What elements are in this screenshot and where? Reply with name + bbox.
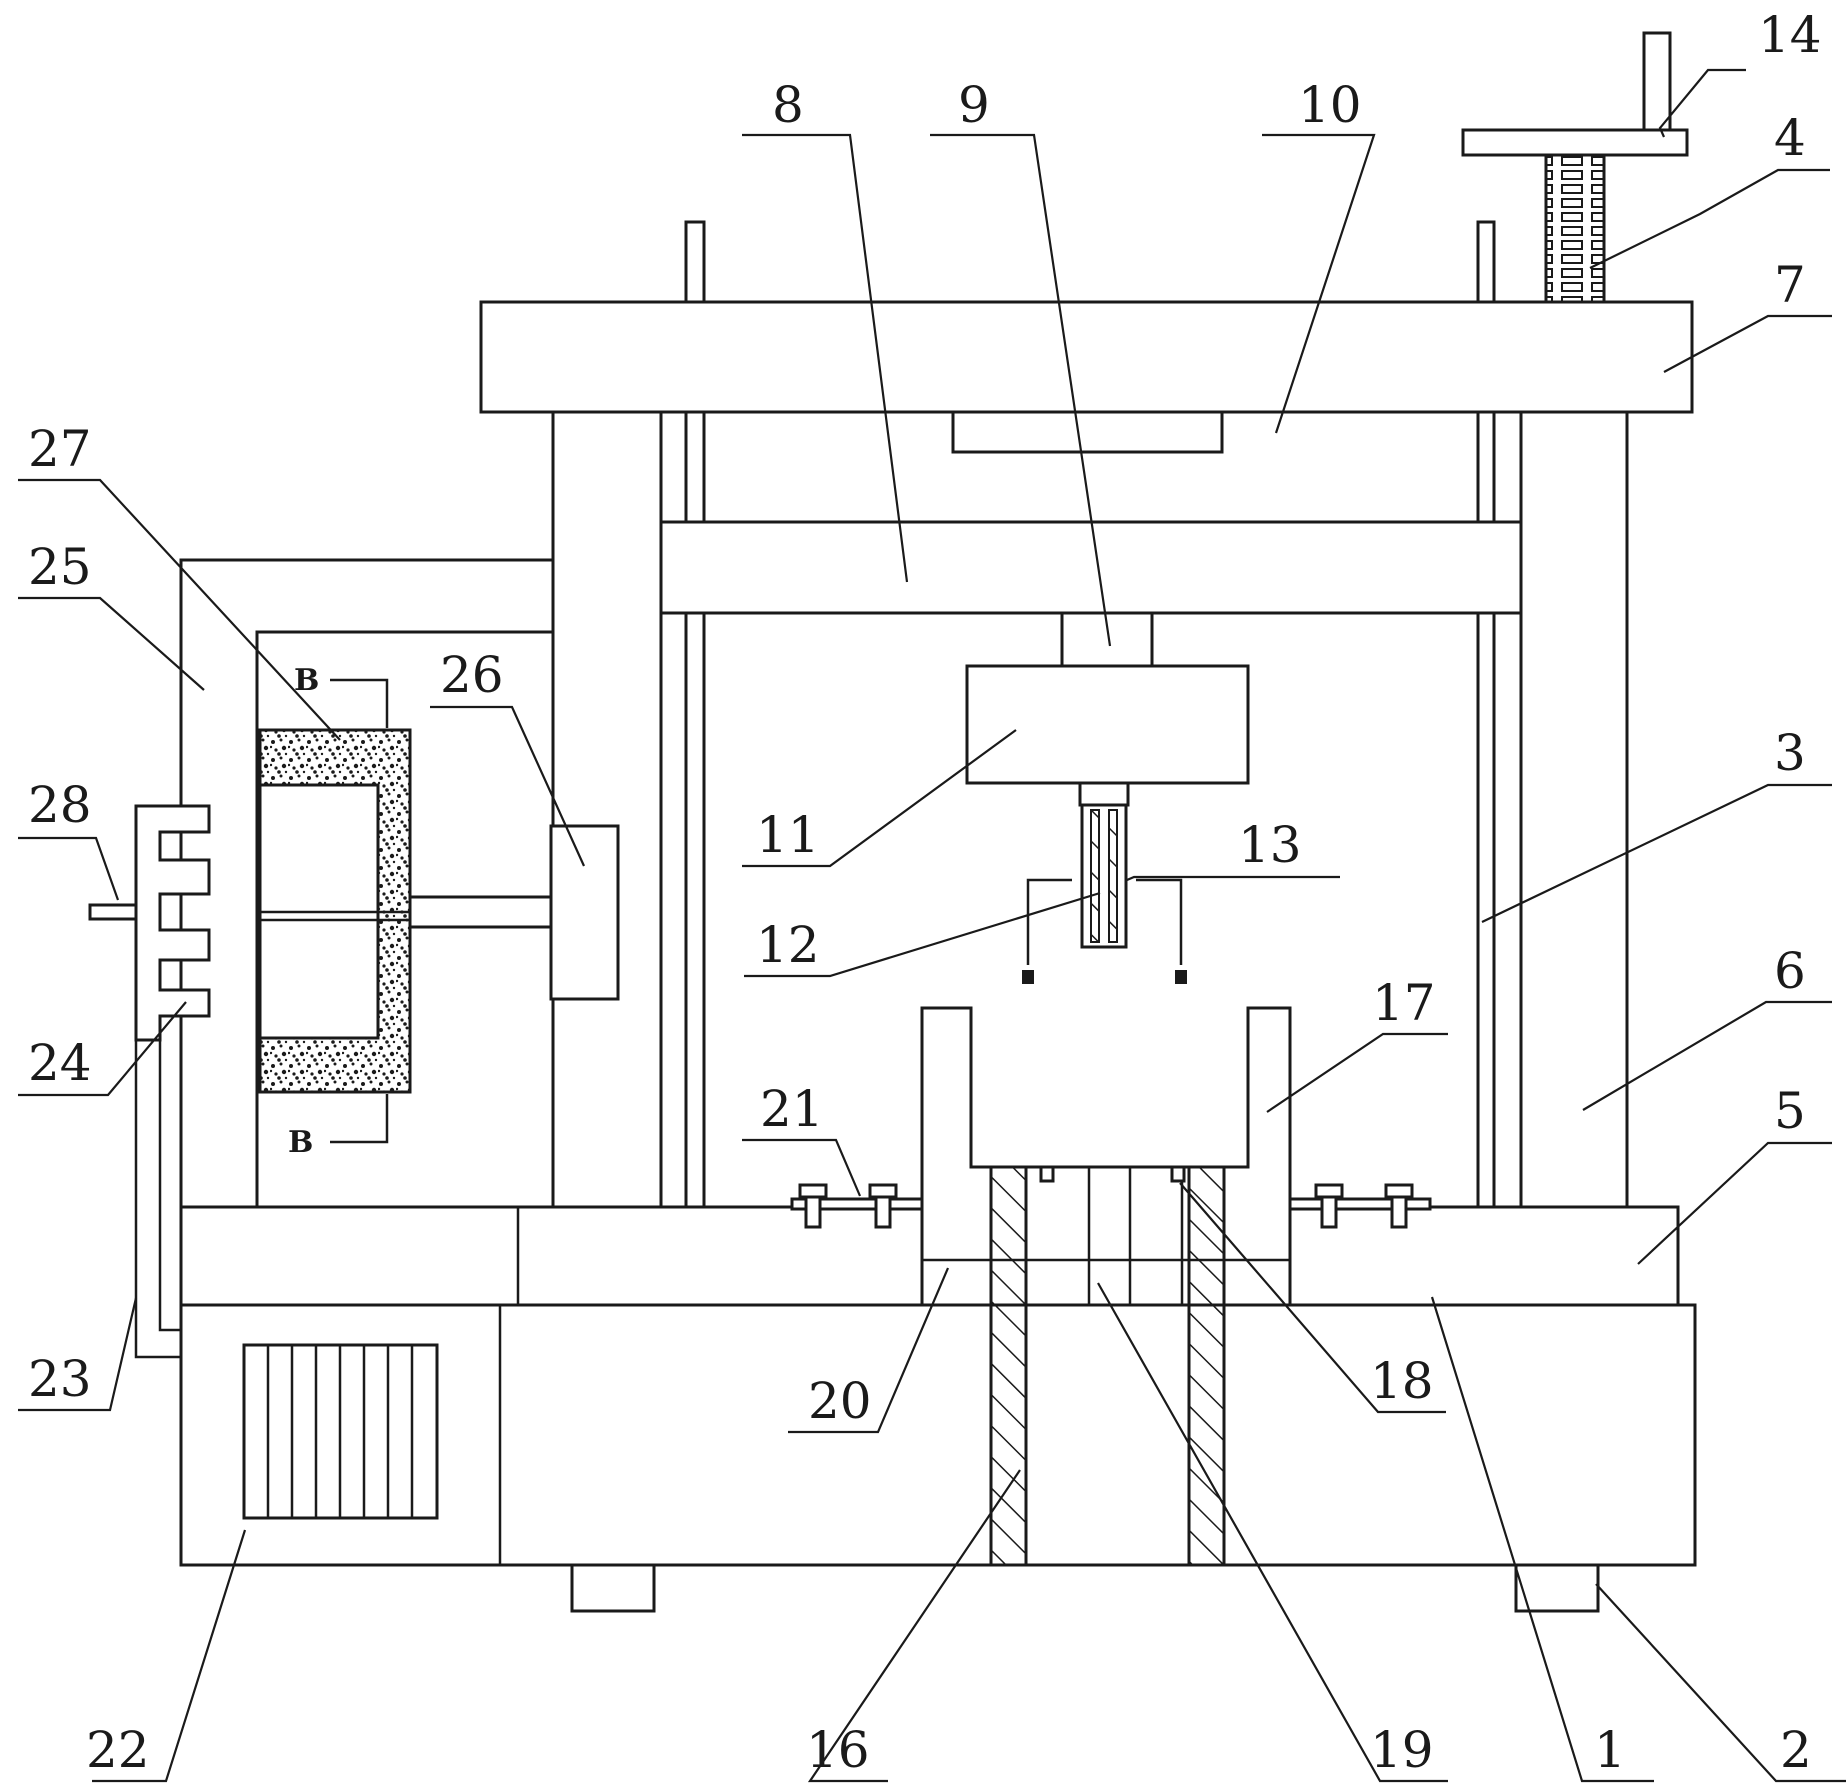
section-mark-top: B	[294, 663, 319, 698]
label-12: 12	[756, 916, 820, 974]
label-13: 13	[1238, 816, 1302, 874]
section-markers: B B	[288, 663, 389, 1160]
label-6: 6	[1774, 942, 1806, 1000]
label-10: 10	[1298, 76, 1362, 134]
part-labels: 14 4 7 8 9 10 3 6 5 17 13 12 11 21 18 20…	[28, 6, 1822, 1779]
cutting-tool	[1080, 803, 1128, 949]
label-11: 11	[756, 806, 820, 864]
lead-screw	[1544, 153, 1606, 304]
label-24: 24	[28, 1034, 92, 1092]
label-4: 4	[1774, 109, 1806, 167]
label-18: 18	[1370, 1352, 1434, 1410]
label-28: 28	[28, 776, 92, 834]
probe-brackets	[1022, 878, 1187, 984]
label-9: 9	[958, 76, 990, 134]
label-7: 7	[1774, 256, 1806, 314]
guide-rods	[684, 220, 1496, 1209]
side-rack	[88, 804, 211, 1359]
top-plate	[479, 300, 1694, 454]
crossbeam	[659, 520, 1523, 615]
label-27: 27	[28, 420, 92, 478]
left-box-vent	[242, 1343, 439, 1520]
clamp-fixture	[920, 1006, 1292, 1307]
foot-pads	[570, 1563, 1600, 1613]
label-26: 26	[440, 646, 504, 704]
section-mark-bottom: B	[288, 1125, 313, 1160]
leader-lines	[18, 68, 1846, 1783]
clamp-bolts	[790, 1183, 1432, 1229]
label-1: 1	[1594, 1721, 1626, 1779]
label-5: 5	[1774, 1082, 1806, 1140]
label-8: 8	[772, 76, 804, 134]
label-3: 3	[1774, 724, 1806, 782]
label-16: 16	[806, 1721, 870, 1779]
label-20: 20	[808, 1372, 872, 1430]
label-21: 21	[760, 1080, 824, 1138]
handwheel[interactable]	[1461, 31, 1689, 157]
spindle	[965, 611, 1250, 807]
label-25: 25	[28, 538, 92, 596]
label-19: 19	[1370, 1721, 1434, 1779]
drum-assembly	[258, 728, 620, 1094]
label-22: 22	[86, 1721, 150, 1779]
label-23: 23	[28, 1350, 92, 1408]
label-14: 14	[1758, 6, 1822, 64]
label-17: 17	[1372, 974, 1436, 1032]
label-2: 2	[1780, 1721, 1812, 1779]
hatched-posts	[989, 1165, 1226, 1567]
